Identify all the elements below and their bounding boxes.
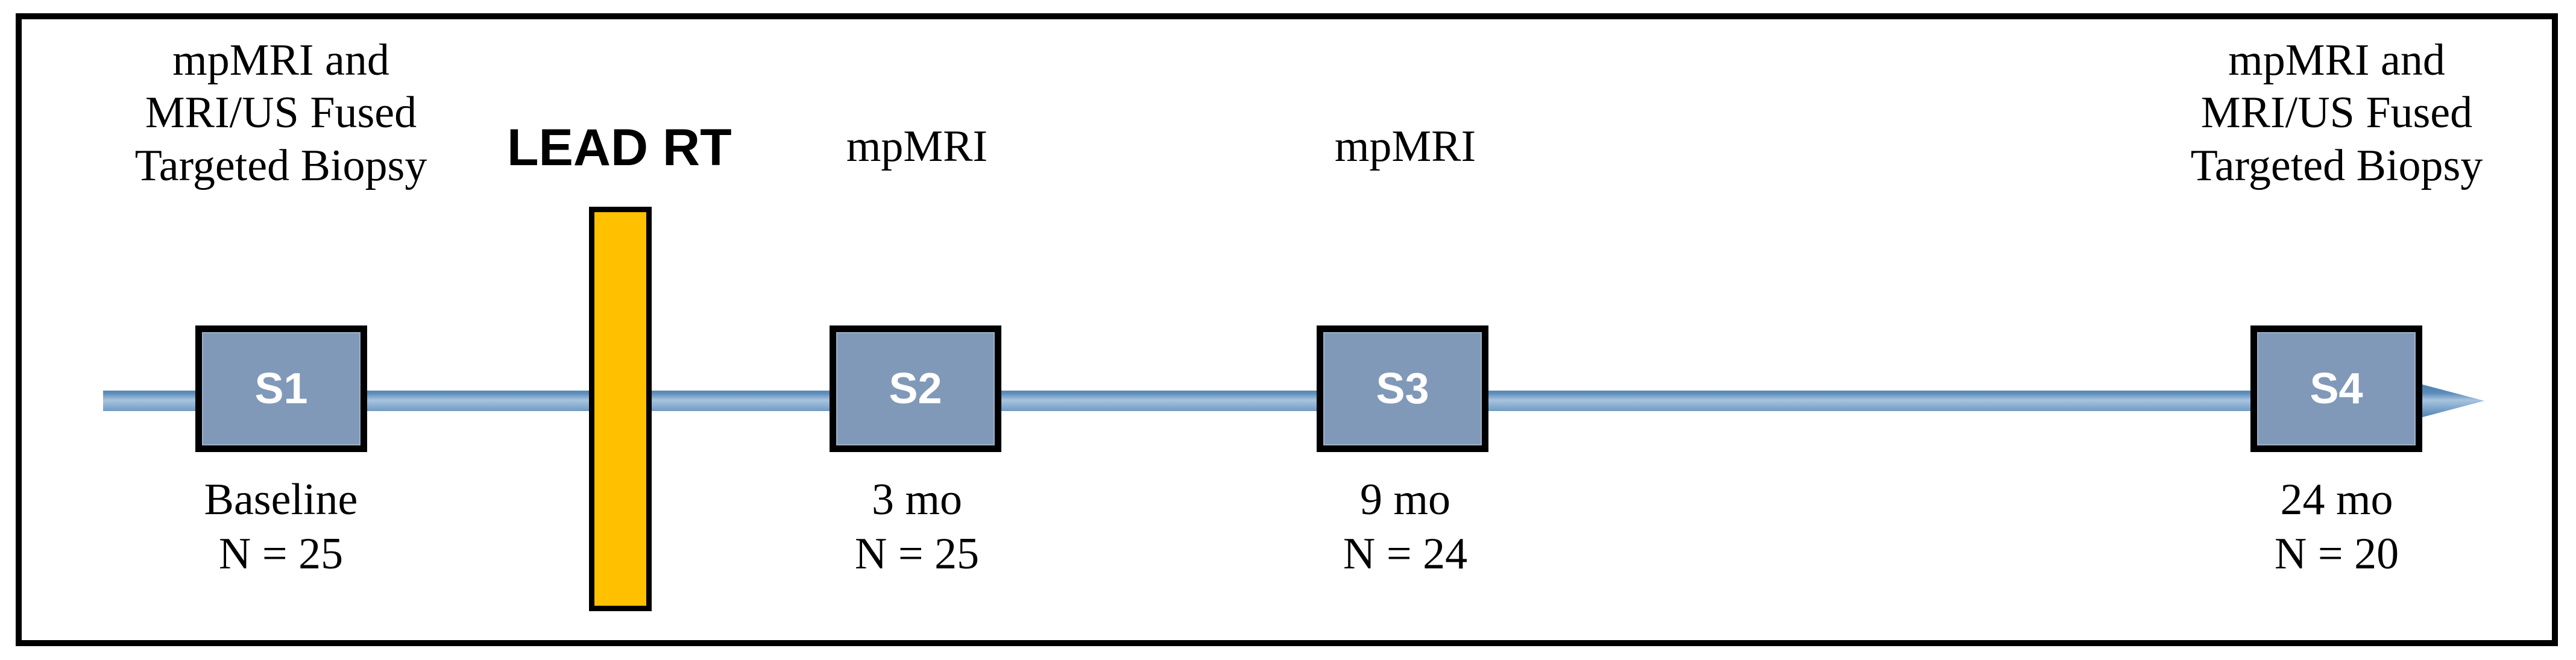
milestone-detail-s4: 24 mo N = 20 — [2105, 473, 2569, 582]
milestone-count-s3: N = 24 — [1343, 529, 1468, 579]
figure-frame: LEAD RT S1 S2 S3 S4 mpMRI and MRI/US Fus… — [16, 13, 2558, 646]
milestone-procedure-s4: mpMRI and MRI/US Fused Targeted Biopsy — [2190, 36, 2483, 190]
milestone-count-s1: N = 25 — [218, 529, 344, 579]
milestone-box-s4[interactable]: S4 — [2250, 325, 2422, 452]
intervention-bar — [589, 207, 652, 611]
milestone-procedure-s3: mpMRI — [1334, 122, 1476, 171]
milestone-timepoint-s2: 3 mo — [871, 475, 963, 524]
milestone-label-s4: S4 — [2310, 365, 2363, 413]
milestone-detail-s3: 9 mo N = 24 — [1179, 473, 1631, 582]
milestone-box-s3[interactable]: S3 — [1317, 325, 1488, 452]
milestone-procedure-s1: mpMRI and MRI/US Fused Targeted Biopsy — [134, 36, 427, 190]
milestone-timepoint-s4: 24 mo — [2280, 475, 2393, 524]
milestone-label-s3: S3 — [1376, 365, 1429, 413]
milestone-count-s4: N = 20 — [2274, 529, 2399, 579]
milestone-count-s2: N = 25 — [854, 529, 980, 579]
intervention-label: LEAD RT — [507, 119, 732, 177]
milestone-box-s2[interactable]: S2 — [830, 325, 1001, 452]
milestone-box-s1[interactable]: S1 — [195, 325, 367, 452]
milestone-timepoint-s3: 9 mo — [1359, 475, 1451, 524]
milestone-timepoint-s1: Baseline — [204, 475, 358, 524]
milestone-label-s2: S2 — [889, 365, 942, 413]
timeline-arrow — [103, 383, 2484, 418]
milestone-detail-s1: Baseline N = 25 — [49, 473, 513, 582]
milestone-procedure-s2: mpMRI — [846, 122, 988, 171]
milestone-detail-s2: 3 mo N = 25 — [691, 473, 1143, 582]
milestone-label-s1: S1 — [254, 365, 308, 413]
